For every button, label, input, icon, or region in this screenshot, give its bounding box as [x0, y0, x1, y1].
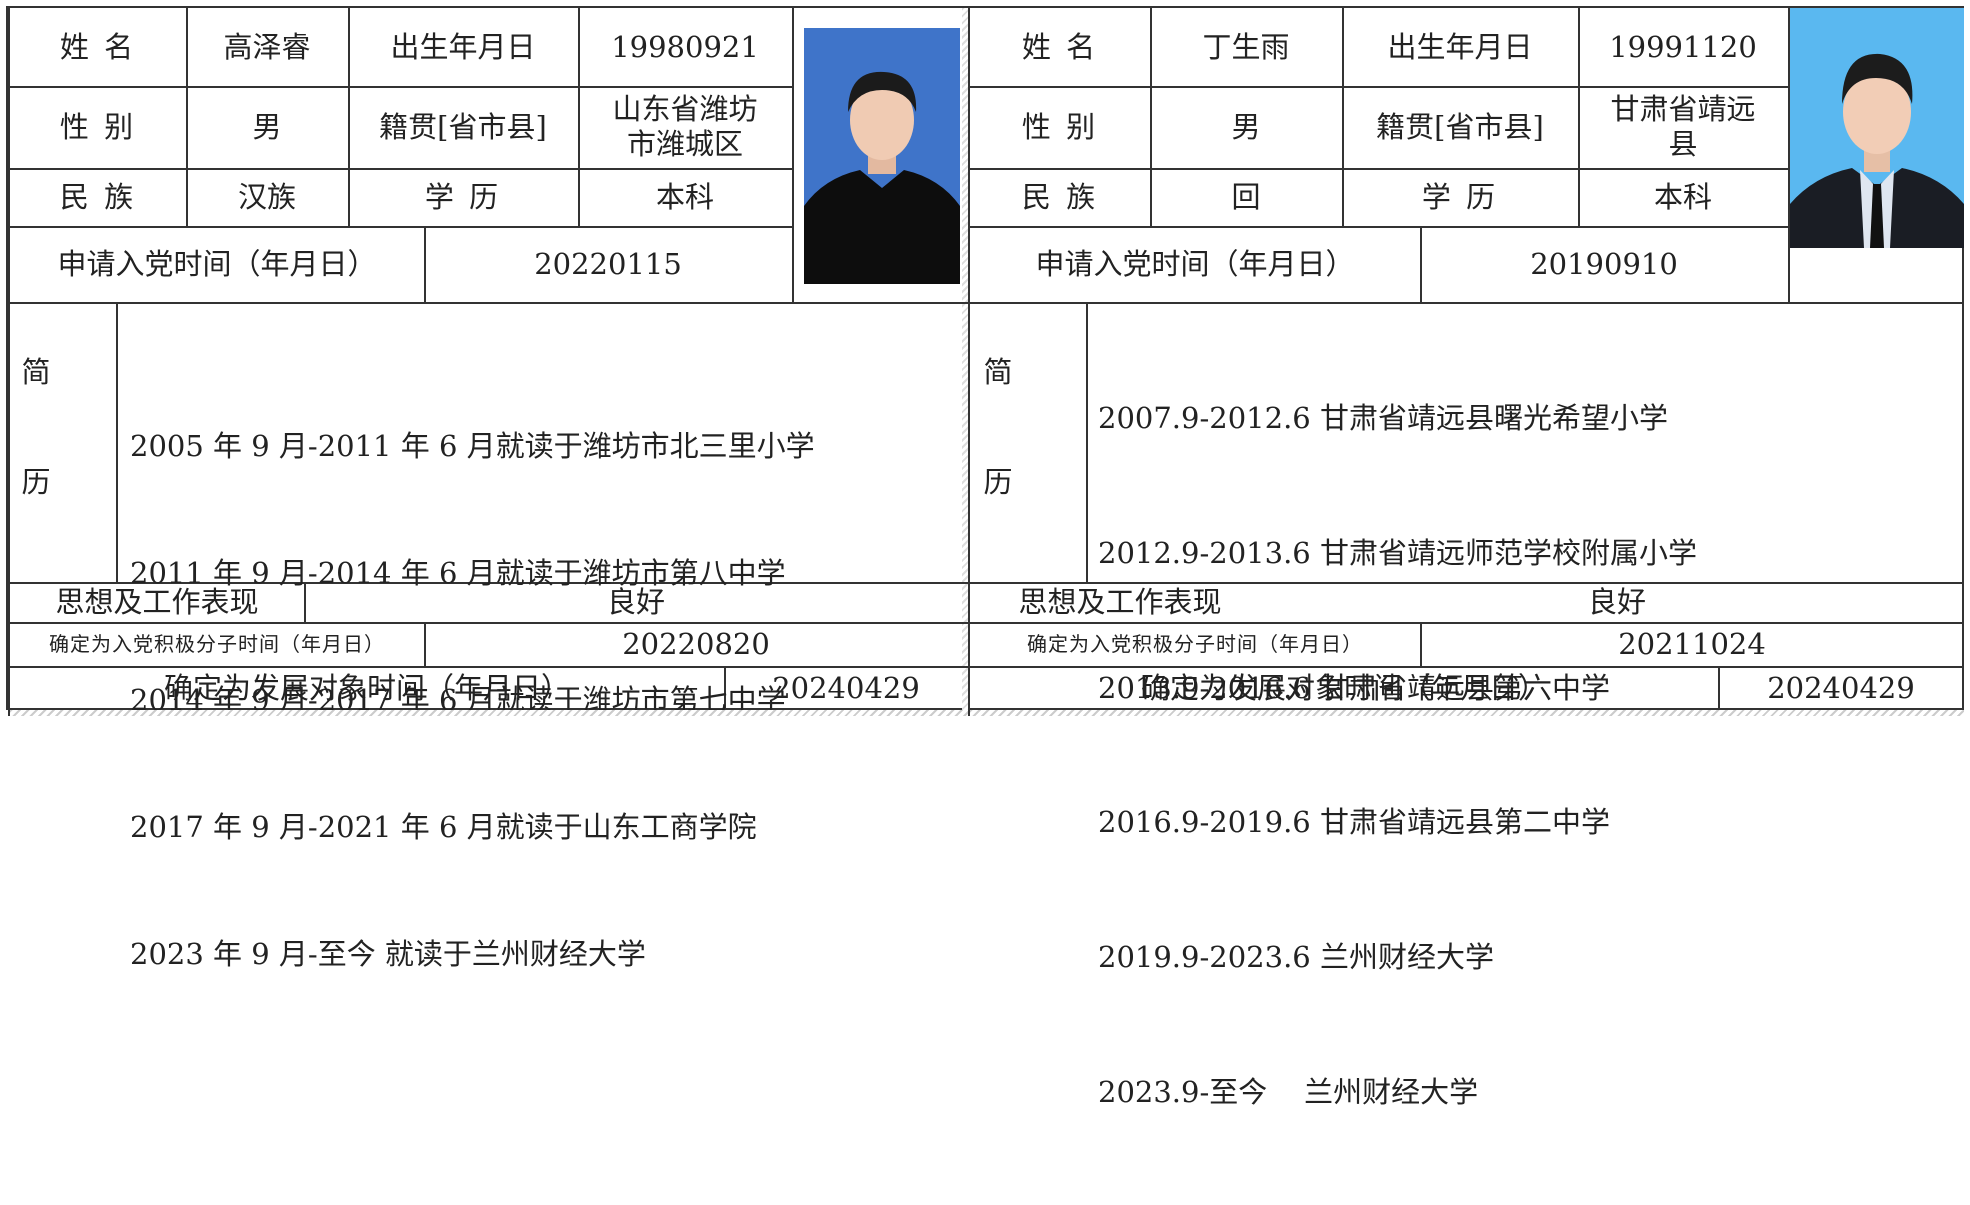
page-cut-edge: [970, 710, 1964, 716]
birth-value: 19991120: [1609, 29, 1757, 64]
resume-label-2: 历: [983, 464, 1013, 499]
activist-date-label: 确定为入党积极分子时间（年月日）: [1027, 632, 1363, 656]
development-date-label: 确定为发展对象时间（年月日）: [163, 670, 570, 705]
apply-date-value: 20190910: [1530, 246, 1678, 281]
education-label: 学 历: [424, 179, 502, 214]
ethnic-label: 民 族: [1021, 179, 1099, 214]
member-card-right: 姓 名 丁生雨 出生年月日 19991120 性 别 男 籍贯[省市县] 甘肃省…: [968, 8, 1964, 1109]
activist-date-value: 20211024: [1618, 626, 1766, 661]
resume-label-2: 历: [21, 464, 51, 499]
page-cut-edge: [10, 710, 968, 716]
performance-value: 良好: [606, 584, 665, 619]
development-date-value: 20240429: [1767, 670, 1915, 705]
portrait-image: [804, 28, 960, 284]
resume-entry: 2016.9-2019.6 甘肃省靖远县第二中学: [1098, 805, 1610, 840]
activist-date-value: 20220820: [622, 626, 770, 661]
name-value: 高泽睿: [223, 29, 311, 64]
member-photo: [1790, 8, 1964, 248]
apply-date-label: 申请入党时间（年月日）: [57, 246, 377, 281]
origin-label: 籍贯[省市县]: [1376, 109, 1544, 144]
education-value: 本科: [655, 179, 714, 214]
performance-label: 思想及工作表现: [55, 584, 259, 619]
development-date-label: 确定为发展对象时间（年月日）: [1140, 670, 1547, 705]
resume-entry: 2023 年 9 月-至今 就读于兰州财经大学: [130, 936, 646, 971]
resume-entry: 2013.9-2016.6 甘肃省靖远县第六中学: [1098, 670, 1610, 705]
apply-date-value: 20220115: [534, 246, 682, 281]
name-label: 姓 名: [59, 29, 137, 64]
gender-value: 男: [252, 109, 282, 144]
name-label: 姓 名: [1021, 29, 1099, 64]
member-photo: [804, 28, 960, 284]
gender-value: 男: [1231, 109, 1261, 144]
origin-value: 甘肃省靖远县: [1610, 92, 1756, 161]
birth-label: 出生年月日: [1387, 29, 1533, 64]
resume-label-1: 简: [983, 354, 1013, 389]
resume-list: 2007.9-2012.6 甘肃省靖远县曙光希望小学 2012.9-2013.6…: [1098, 306, 1697, 1205]
ethnic-label: 民 族: [59, 179, 137, 214]
resume-label-1: 简: [21, 354, 51, 389]
gender-label: 性 别: [1021, 109, 1099, 144]
gender-label: 性 别: [59, 109, 137, 144]
resume-entry: 2023.9-至今 兰州财经大学: [1098, 1074, 1479, 1109]
resume-entry: 2007.9-2012.6 甘肃省靖远县曙光希望小学: [1098, 400, 1668, 435]
development-date-value: 20240429: [772, 670, 920, 705]
resume-entry: 2005 年 9 月-2011 年 6 月就读于潍坊市北三里小学: [130, 428, 815, 463]
performance-value: 良好: [1587, 584, 1646, 619]
resume-entry: 2012.9-2013.6 甘肃省靖远师范学校附属小学: [1098, 535, 1697, 570]
resume-entry: 2019.9-2023.6 兰州财经大学: [1098, 940, 1494, 975]
ethnic-value: 回: [1231, 179, 1261, 214]
page-frame: [6, 6, 1964, 710]
card-divider: [962, 8, 970, 716]
ethnic-value: 汉族: [237, 179, 296, 214]
birth-value: 19980921: [611, 29, 759, 64]
performance-label: 思想及工作表现: [1018, 584, 1222, 619]
birth-label: 出生年月日: [390, 29, 536, 64]
portrait-image: [1790, 8, 1964, 248]
apply-date-label: 申请入党时间（年月日）: [1035, 246, 1355, 281]
education-label: 学 历: [1421, 179, 1499, 214]
resume-entry: 2017 年 9 月-2021 年 6 月就读于山东工商学院: [130, 809, 757, 844]
education-value: 本科: [1653, 179, 1712, 214]
origin-label: 籍贯[省市县]: [379, 109, 547, 144]
activist-date-label: 确定为入党积极分子时间（年月日）: [49, 632, 385, 656]
name-value: 丁生雨: [1202, 29, 1290, 64]
resume-entry: 2011 年 9 月-2014 年 6 月就读于潍坊市第八中学: [130, 555, 786, 590]
member-card-left: 姓 名 高泽睿 出生年月日 19980921 性 别 男 籍贯[省市县] 山东省…: [8, 8, 968, 971]
origin-value: 山东省潍坊市潍城区: [612, 92, 758, 161]
